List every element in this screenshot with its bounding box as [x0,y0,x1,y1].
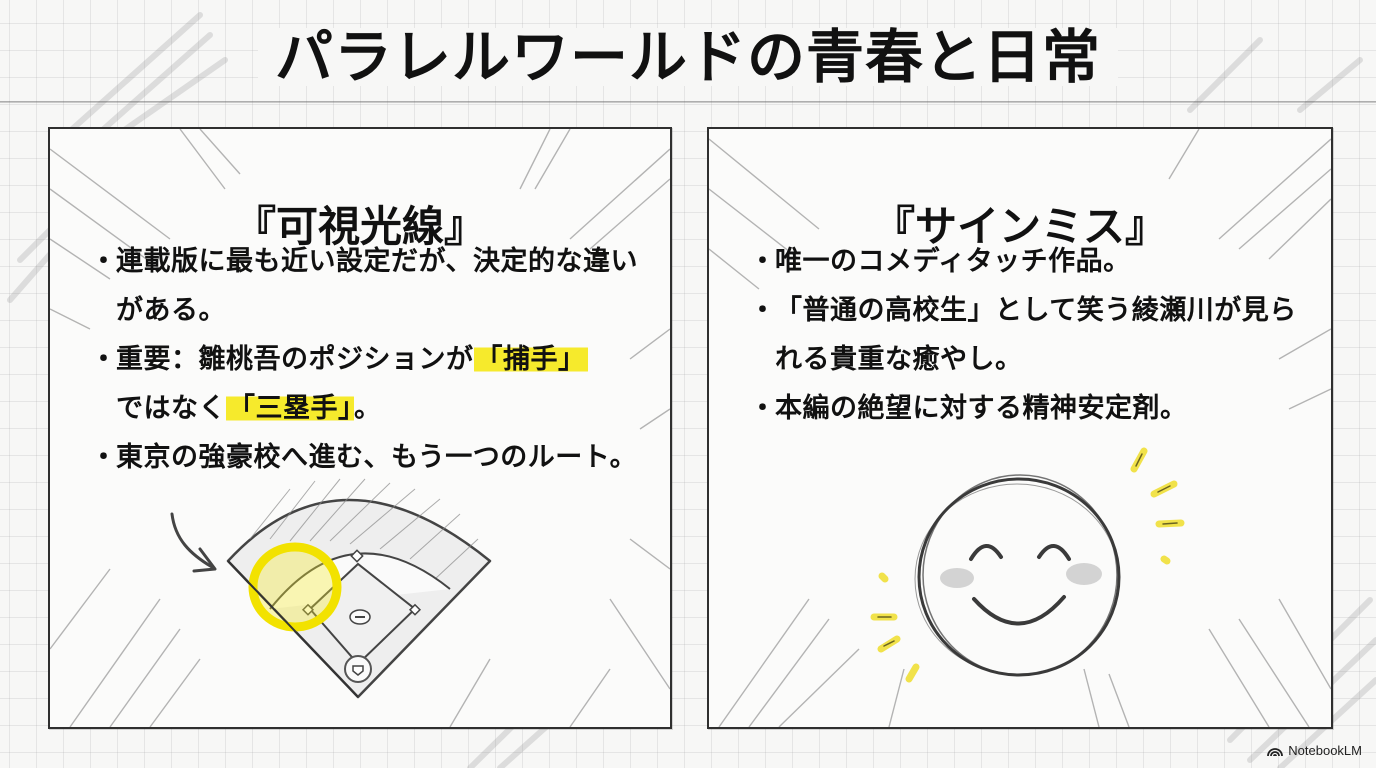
panel-title-sign-miss: 『サインミス』 [872,201,1167,251]
bullet-text: 本編の絶望に対する精神安定剤。 [775,393,1188,424]
panel-title-visible-light: 『可視光線』 [233,201,486,251]
smiley-face-icon [870,447,1185,683]
bullet-item: ・ 東京の強豪校へ進む、もう一つのルート。 [88,433,640,482]
bullet-dot: ・ [90,246,118,277]
notebooklm-logo-icon [1267,747,1284,756]
bullet-text: 重要：雛桃吾のポジションが [116,344,474,375]
bullet-text: 連載版に最も近い設定だが、決定的な違いがある。 [116,246,638,326]
baseball-field-icon [170,478,492,699]
bullet-item: ・ 重要：雛桃吾のポジションが「捕手」ではなく「三塁手」。 [88,335,640,433]
bullet-text: ではなく [116,393,226,424]
bullet-item: ・ 連載版に最も近い設定だが、決定的な違いがある。 [88,237,640,335]
panel-sign-miss: 『サインミス』 ・ 唯一のコメディタッチ作品。 ・ 「普通の高校生」として笑う綾… [707,127,1333,729]
notebooklm-branding: NotebookLM [1267,743,1362,758]
bullet-item: ・ 「普通の高校生」として笑う綾瀬川が見られる貴重な癒やし。 [747,286,1301,384]
bullet-dot: ・ [749,393,777,424]
panel-visible-light: 『可視光線』 ・ 連載版に最も近い設定だが、決定的な違いがある。 ・ 重要：雛桃… [48,127,672,729]
brand-label: NotebookLM [1288,743,1362,758]
highlight-catcher: 「捕手」 [473,344,588,375]
title-underline [0,101,1376,103]
bullet-text: 「普通の高校生」として笑う綾瀬川が見られる貴重な癒やし。 [775,295,1297,375]
bullet-text: 東京の強豪校へ進む、もう一つのルート。 [116,442,638,473]
bullet-dot: ・ [749,246,777,277]
highlight-third-baseman: 「三塁手」 [226,393,354,424]
bullet-list: ・ 連載版に最も近い設定だが、決定的な違いがある。 ・ 重要：雛桃吾のポジション… [88,237,640,482]
bullet-item: ・ 唯一のコメディタッチ作品。 [747,237,1301,286]
bullet-dot: ・ [90,442,118,473]
bullet-text: 唯一のコメディタッチ作品。 [775,246,1131,277]
bullet-item: ・ 本編の絶望に対する精神安定剤。 [747,384,1301,433]
bullet-dot: ・ [749,295,777,326]
bullet-text: 。 [354,393,382,424]
bullet-dot: ・ [90,344,118,375]
slide-title: パラレルワールドの青春と日常 [258,28,1118,86]
bullet-list: ・ 唯一のコメディタッチ作品。 ・ 「普通の高校生」として笑う綾瀬川が見られる貴… [747,237,1301,433]
